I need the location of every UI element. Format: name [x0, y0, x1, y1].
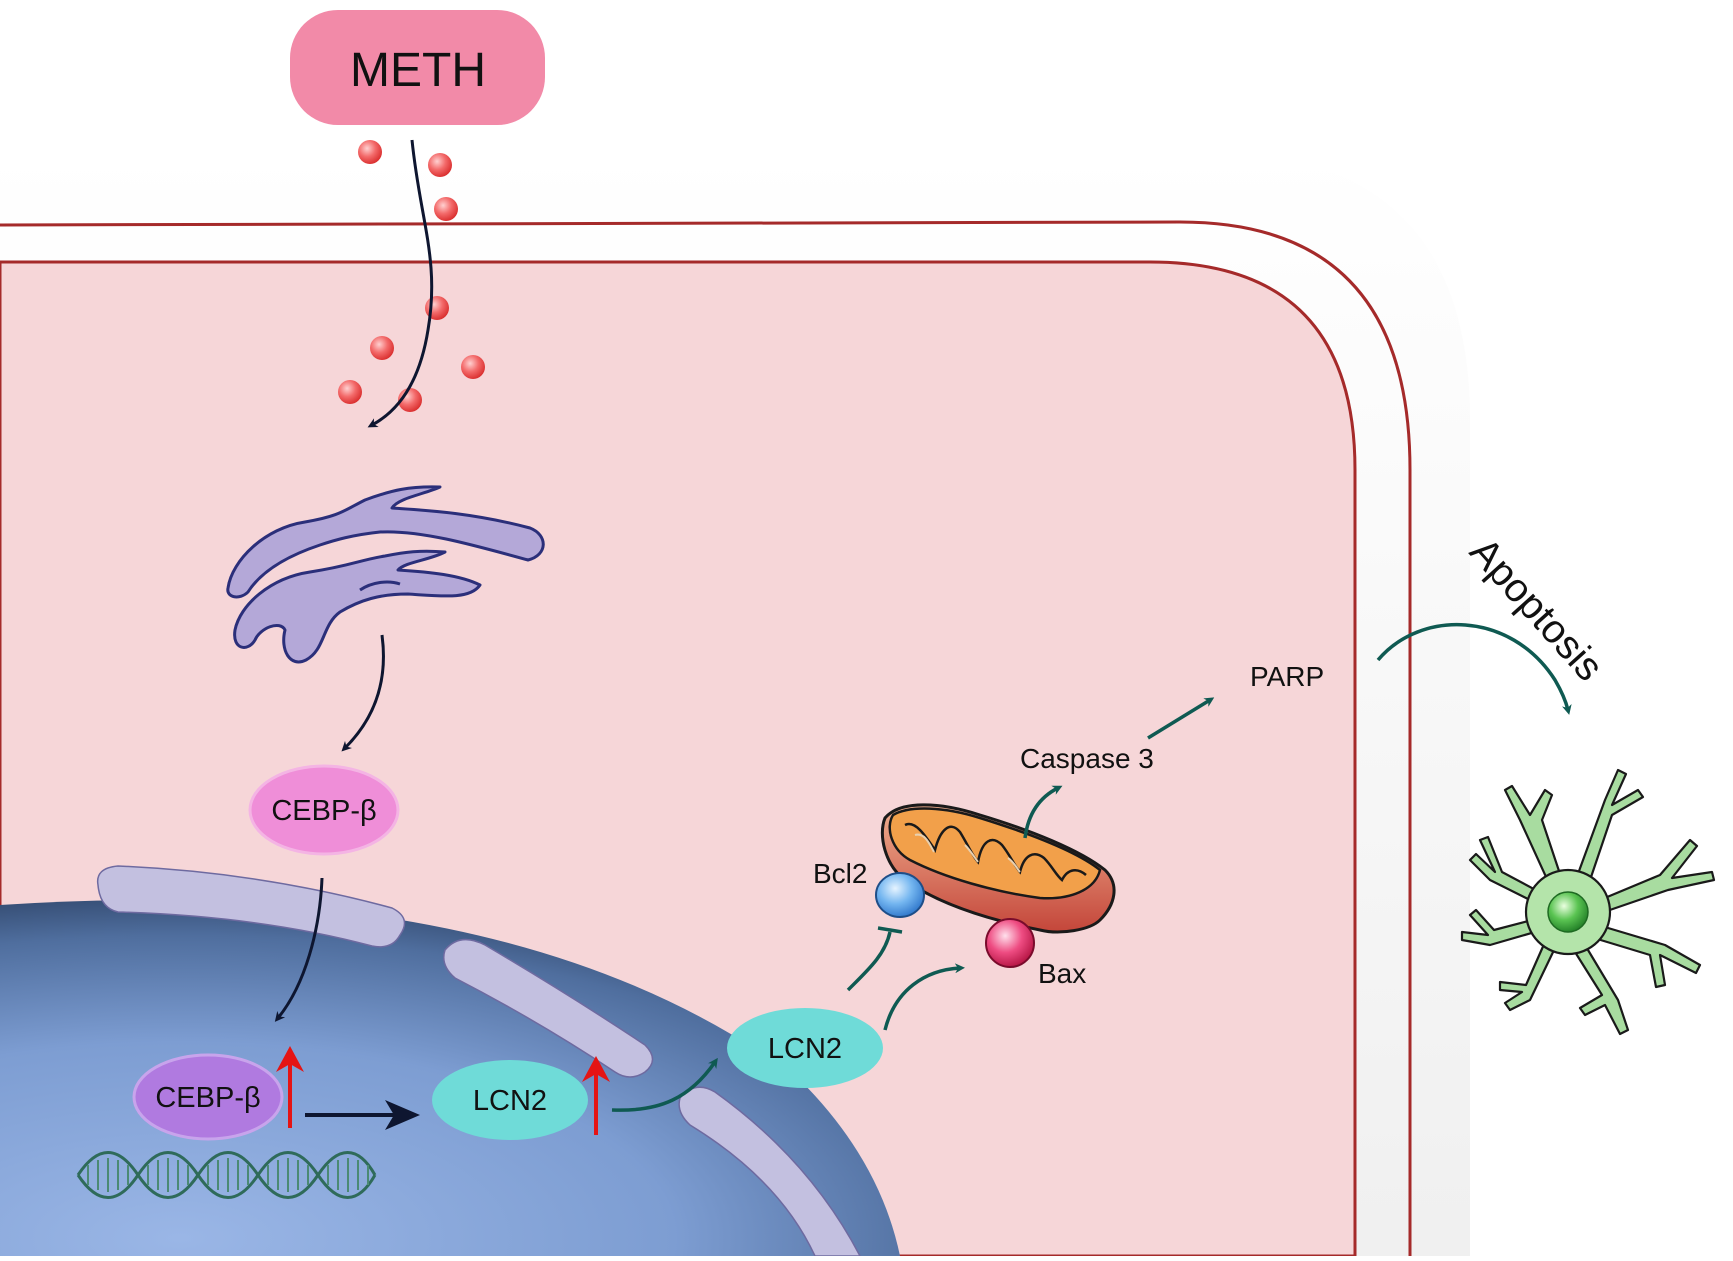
- bax-label: Bax: [1038, 958, 1086, 989]
- mito-to-caspase3-arrow: [1023, 785, 1063, 839]
- lcn2-inhibits-bcl2: [846, 931, 892, 992]
- inhibition-bar: [877, 926, 903, 934]
- cebpb-cytoplasm-node: [248, 764, 400, 856]
- lcn2-nucleus-node: [432, 1060, 588, 1140]
- nuclear-envelope: [96, 865, 862, 1256]
- caspase3-label: Caspase 3: [1020, 743, 1154, 774]
- lcn2-activates-bax: [883, 963, 965, 1031]
- lcn2-upregulation-arrowhead: [582, 1056, 610, 1082]
- parp-label: PARP: [1250, 661, 1324, 692]
- apoptosis-arrow: [1376, 623, 1572, 715]
- lcn2-cytoplasm-node: [727, 1008, 883, 1088]
- endoplasmic-reticulum: [226, 485, 545, 664]
- lcn2-cytoplasm-label: LCN2: [768, 1033, 842, 1065]
- cebpb-translocation-arrow: [274, 877, 324, 1022]
- cebpb-nucleus-node: [132, 1053, 284, 1141]
- meth-particle: [461, 355, 485, 379]
- meth-box: [290, 10, 545, 125]
- lcn2-nucleus-label: LCN2: [473, 1085, 547, 1117]
- plasma-membrane-outer: [0, 220, 1412, 1256]
- meth-particle: [370, 336, 394, 360]
- bcl2-label: Bcl2: [813, 858, 867, 889]
- bax-protein-icon: [985, 918, 1035, 968]
- meth-particle: [434, 197, 458, 221]
- caspase3-to-parp-arrow: [1147, 697, 1215, 740]
- cebpb-upregulation-arrowhead: [276, 1046, 304, 1072]
- lcn2-export-arrow: [611, 1057, 718, 1112]
- methamphetamine-particles: [338, 140, 485, 412]
- dna-icon: [76, 1151, 377, 1199]
- meth-particle: [338, 380, 362, 404]
- meth-label: METH: [350, 44, 486, 97]
- cebpb-cytoplasm-label: CEBP-β: [271, 795, 376, 827]
- cebpb-nucleus-label: CEBP-β: [155, 1082, 260, 1114]
- bcl2-protein-icon: [875, 872, 925, 918]
- cebpb-to-lcn2-arrowhead: [385, 1100, 420, 1130]
- meth-particle: [358, 140, 382, 164]
- er-to-cebpb-arrow: [341, 634, 385, 752]
- meth-entry-arrow: [367, 139, 434, 428]
- astrocyte-nucleus-icon: [1547, 891, 1589, 933]
- meth-particle: [428, 153, 452, 177]
